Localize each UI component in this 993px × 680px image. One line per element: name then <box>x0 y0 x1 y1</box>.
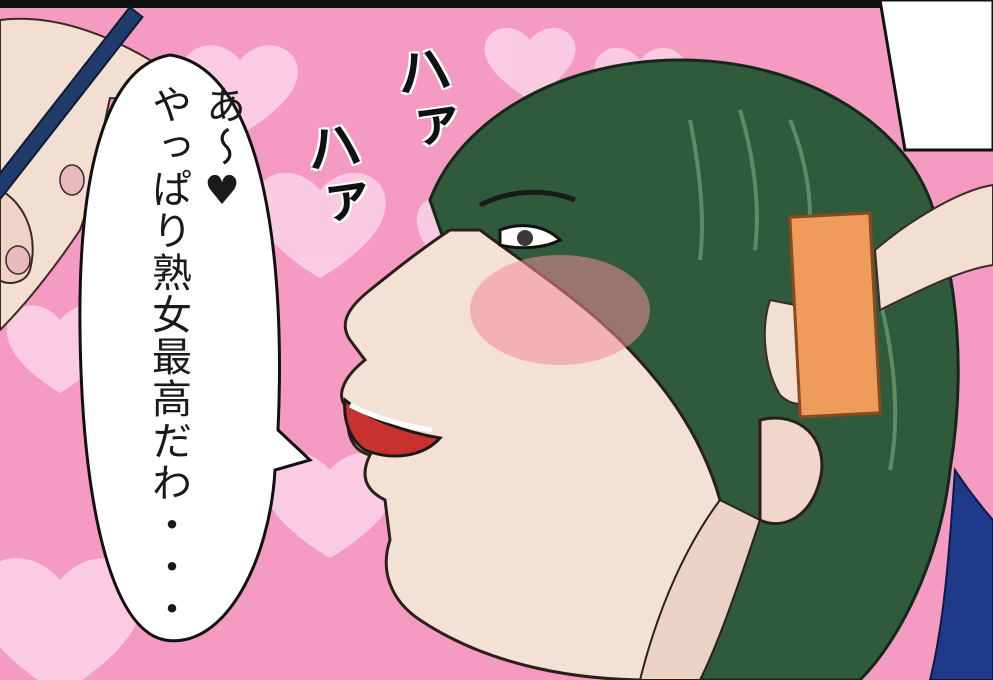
blue-clothing <box>928 467 993 680</box>
face <box>340 228 726 680</box>
adjacent-panel-corner <box>878 0 993 152</box>
sound-effect-2: ハァ <box>292 113 373 234</box>
heart-icon <box>254 172 386 278</box>
heart-icon <box>0 558 143 680</box>
open-mouth <box>343 397 443 458</box>
arm <box>873 183 993 312</box>
speech-line-2: やっぱり熟女最高だわ・・・ <box>145 84 191 630</box>
sound-effect-1: ハァ <box>382 37 463 158</box>
orange-paper <box>788 211 882 419</box>
heart-icon <box>484 27 576 100</box>
speech-line-1: あ～♥ <box>199 84 245 216</box>
speech-bubble-shape <box>78 53 313 643</box>
eyebrow <box>478 189 576 208</box>
panel-top-border <box>0 0 993 8</box>
neck <box>638 498 762 680</box>
blush <box>470 255 650 365</box>
pen <box>0 5 144 200</box>
ear <box>758 416 824 526</box>
heart-icon <box>264 452 396 558</box>
